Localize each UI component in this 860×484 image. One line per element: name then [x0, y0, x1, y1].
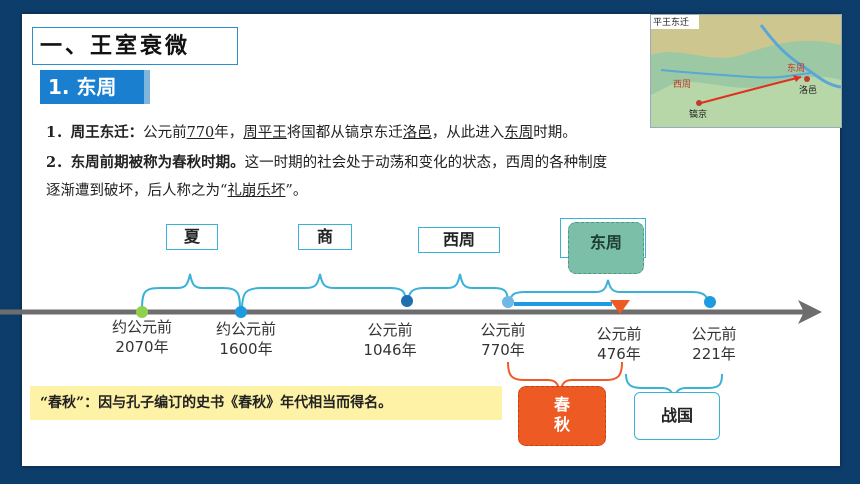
bracket-dongzhou	[509, 279, 709, 305]
dynasty-xizhou: 西周	[418, 227, 500, 253]
year-221: 公元前 221年	[678, 324, 750, 364]
point-1-label: 1．周王东迁：	[46, 124, 144, 141]
map-label-luoyi: 洛邑	[799, 86, 818, 96]
map-title: 平王东迁	[653, 18, 690, 28]
period-chunqiu-char-2: 秋	[553, 415, 570, 434]
point-1-text-e: 时期。	[533, 125, 577, 141]
map-label-xizhou: 西周	[673, 80, 692, 90]
year-1600: 约公元前 1600年	[204, 319, 288, 359]
dot-221	[704, 296, 716, 308]
year-2070-value: 2070年	[115, 338, 169, 356]
point-2-text-b2: ”。	[285, 183, 308, 199]
section-title: 一、王室衰微	[40, 33, 191, 59]
section-title-box	[32, 27, 238, 65]
timeline-graphic	[0, 273, 822, 394]
year-770-prefix: 公元前	[480, 321, 526, 339]
bracket-zhanguo	[625, 373, 723, 394]
subsection-badge-accent	[144, 70, 150, 104]
year-2070-prefix: 约公元前	[111, 318, 172, 336]
dot-1600	[235, 306, 247, 318]
year-770-value: 770年	[481, 341, 525, 359]
dynasty-dongzhou: 东周	[568, 222, 644, 274]
timeline-arrow	[798, 300, 822, 324]
point-2-line-2: 逐渐遭到破坏，后人称之为“礼崩乐坏”。	[46, 180, 307, 202]
point-2: 2．东周前期被称为春秋时期。这一时期的社会处于动荡和变化的状态，西周的各种制度	[46, 152, 607, 174]
period-chunqiu-char-1: 春	[553, 395, 570, 414]
chunqiu-note: “春秋”：因与孔子编订的史书《春秋》年代相当而得名。	[30, 386, 502, 420]
period-chunqiu: 春 秋	[518, 386, 606, 446]
year-476: 公元前 476年	[584, 324, 654, 364]
year-221-prefix: 公元前	[691, 325, 737, 343]
point-1-city: 洛邑	[402, 125, 432, 141]
year-476-prefix: 公元前	[596, 325, 642, 343]
point-1-year: 770	[186, 125, 215, 141]
year-1600-prefix: 约公元前	[215, 320, 276, 338]
point-1-text-d: ，从此进入	[431, 125, 505, 141]
point-2-label: 2．东周前期被称为春秋时期。	[46, 154, 245, 171]
point-2-text-a: 这一时期的社会处于动荡和变化的状态，西周的各种制度	[244, 155, 608, 171]
point-2-text-b1: 逐渐遭到破坏，后人称之为“	[46, 183, 228, 199]
year-221-value: 221年	[692, 345, 736, 363]
point-1-king: 周平王	[243, 125, 287, 141]
point-1-dynasty: 东周	[504, 125, 534, 141]
year-1600-value: 1600年	[219, 340, 273, 358]
map-drawing	[651, 15, 841, 127]
dynasty-xia: 夏	[166, 224, 218, 250]
year-1046: 公元前 1046年	[352, 320, 428, 360]
year-476-value: 476年	[597, 345, 641, 363]
dot-770	[502, 296, 514, 308]
marker-476	[610, 300, 630, 314]
point-2-phrase: 礼崩乐坏	[227, 183, 286, 199]
dynasty-shang: 商	[298, 224, 352, 250]
point-1-text-a: 公元前	[143, 125, 187, 141]
year-1046-prefix: 公元前	[367, 321, 413, 339]
eastward-migration-map: 平王东迁 东周 洛邑 西周 镐京	[650, 14, 842, 128]
subsection-badge: 1. 东周	[40, 70, 144, 104]
point-1-text-b: 年，	[214, 125, 244, 141]
bracket-xizhou	[407, 273, 509, 305]
point-1-text-c: 将国都从镐京东迁	[286, 125, 403, 141]
dot-1046	[401, 295, 413, 307]
bracket-xia	[141, 273, 241, 311]
map-label-dongzhou: 东周	[787, 64, 806, 74]
map-label-haojing: 镐京	[689, 110, 708, 120]
bracket-shang	[241, 273, 407, 311]
slide: 一、王室衰微 1. 东周 平王东迁 东周 洛邑 西周 镐京 1．周王东迁：公元前…	[0, 14, 842, 466]
period-zhanguo: 战国	[634, 392, 720, 440]
point-1: 1．周王东迁：公元前770年，周平王将国都从镐京东迁洛邑，从此进入东周时期。	[46, 122, 577, 144]
year-770: 公元前 770年	[468, 320, 538, 360]
year-2070: 约公元前 2070年	[100, 317, 184, 357]
year-1046-value: 1046年	[363, 341, 417, 359]
dot-2070	[136, 306, 148, 318]
